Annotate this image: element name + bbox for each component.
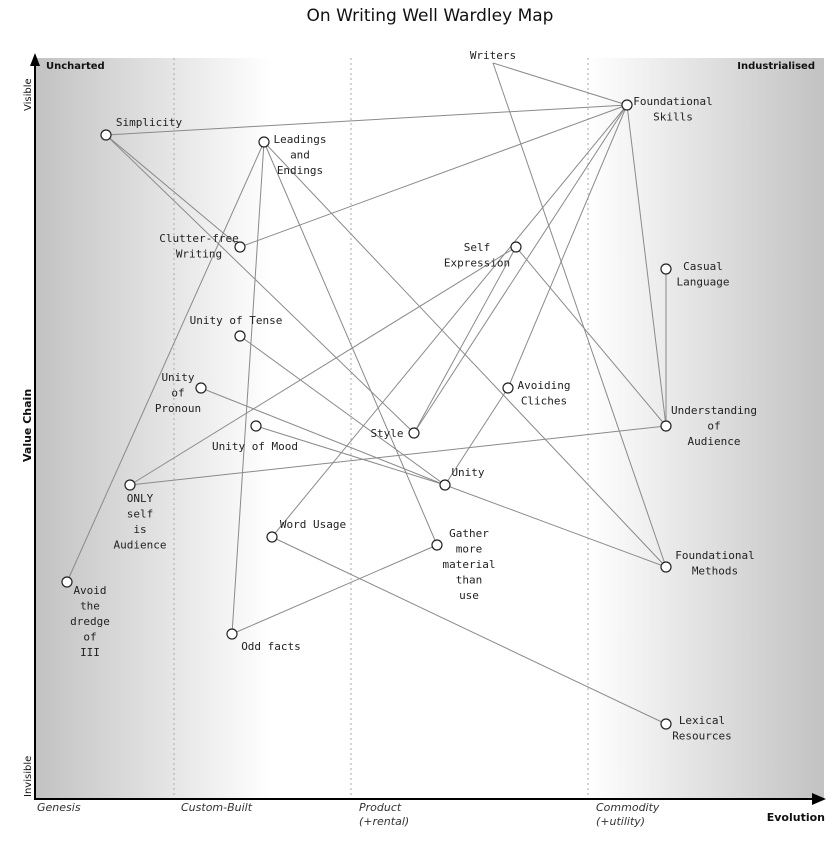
industrialised-label: Industrialised bbox=[737, 61, 815, 72]
link-simplicity-to-style bbox=[105, 134, 415, 434]
component-node-pronoun[interactable] bbox=[195, 382, 207, 394]
link-foundational-skills-to-understanding bbox=[626, 104, 667, 427]
component-node-unity[interactable] bbox=[439, 479, 451, 491]
link-gather-to-odd-facts bbox=[231, 544, 438, 635]
component-node-odd-facts[interactable] bbox=[226, 628, 238, 640]
component-node-gather[interactable] bbox=[431, 539, 443, 551]
link-leadings-to-gather bbox=[263, 141, 438, 546]
link-writers-to-foundational-skills bbox=[492, 62, 628, 106]
link-foundational-skills-to-style bbox=[413, 104, 628, 434]
component-node-foundational-skills[interactable] bbox=[621, 99, 633, 111]
link-foundational-skills-to-simplicity bbox=[105, 104, 628, 136]
component-node-only-self[interactable] bbox=[124, 479, 136, 491]
y-axis-invisible: Invisible bbox=[23, 756, 34, 797]
uncharted-label: Uncharted bbox=[46, 61, 105, 72]
link-foundational-skills-to-word-usage bbox=[271, 104, 628, 538]
component-label-mood: Unity of Mood bbox=[212, 440, 298, 453]
link-simplicity-to-clutter bbox=[105, 134, 241, 248]
stage-commodity-sub: (+utility) bbox=[596, 815, 645, 828]
link-pronoun-to-unity bbox=[200, 387, 446, 486]
component-label-odd-facts: Odd facts bbox=[241, 640, 301, 653]
y-axis-arrow bbox=[30, 53, 40, 66]
map-title: On Writing Well Wardley Map bbox=[307, 6, 554, 26]
node-layer bbox=[61, 99, 672, 730]
stage-custom-built: Custom-Built bbox=[181, 801, 253, 814]
stage-commodity: Commodity bbox=[596, 801, 660, 814]
component-node-avoiding[interactable] bbox=[502, 382, 514, 394]
component-node-foundational-methods[interactable] bbox=[660, 561, 672, 573]
link-leadings-to-avoid-dredge bbox=[66, 141, 265, 583]
component-node-avoid-dredge[interactable] bbox=[61, 576, 73, 588]
component-node-word-usage[interactable] bbox=[266, 531, 278, 543]
link-avoiding-to-unity bbox=[444, 387, 509, 486]
stage-genesis: Genesis bbox=[37, 801, 81, 814]
component-label-word-usage: Word Usage bbox=[280, 518, 346, 531]
link-layer bbox=[66, 62, 667, 725]
y-axis-visible: Visible bbox=[23, 78, 34, 111]
link-self-expression-to-style bbox=[413, 246, 517, 434]
component-node-self-expression[interactable] bbox=[510, 241, 522, 253]
link-foundational-skills-to-clutter bbox=[239, 104, 628, 248]
component-node-simplicity[interactable] bbox=[100, 129, 112, 141]
link-writers-to-foundational-methods bbox=[492, 62, 667, 568]
link-word-usage-to-lexical bbox=[271, 536, 667, 725]
stage-product: Product bbox=[359, 801, 402, 814]
link-self-expression-to-only-self bbox=[129, 246, 517, 486]
component-node-mood[interactable] bbox=[250, 420, 262, 432]
component-node-clutter[interactable] bbox=[234, 241, 246, 253]
component-node-tense[interactable] bbox=[234, 330, 246, 342]
link-understanding-to-only-self bbox=[129, 425, 667, 486]
link-leadings-to-foundational-methods bbox=[263, 141, 667, 568]
link-leadings-to-odd-facts bbox=[231, 141, 265, 635]
component-node-casual[interactable] bbox=[660, 263, 672, 275]
link-foundational-skills-to-avoiding bbox=[507, 104, 628, 389]
link-tense-to-unity bbox=[239, 335, 446, 486]
component-node-style[interactable] bbox=[408, 427, 420, 439]
x-axis-arrow bbox=[812, 793, 826, 805]
stage-product-sub: (+rental) bbox=[359, 815, 409, 828]
link-mood-to-unity bbox=[255, 425, 446, 486]
y-axis-label: Value Chain bbox=[21, 389, 34, 462]
component-label-unity: Unity bbox=[451, 466, 484, 479]
x-axis-label: Evolution bbox=[767, 811, 825, 824]
component-node-understanding[interactable] bbox=[660, 420, 672, 432]
map-background bbox=[35, 58, 824, 798]
link-unity-to-foundational-methods bbox=[444, 484, 667, 568]
component-label-simplicity: Simplicity bbox=[116, 116, 183, 129]
component-label-writers: Writers bbox=[470, 49, 516, 62]
component-node-leadings[interactable] bbox=[258, 136, 270, 148]
component-node-lexical[interactable] bbox=[660, 718, 672, 730]
component-label-tense: Unity of Tense bbox=[190, 314, 283, 327]
link-self-expression-to-understanding bbox=[515, 246, 667, 427]
component-label-style: Style bbox=[370, 427, 403, 440]
